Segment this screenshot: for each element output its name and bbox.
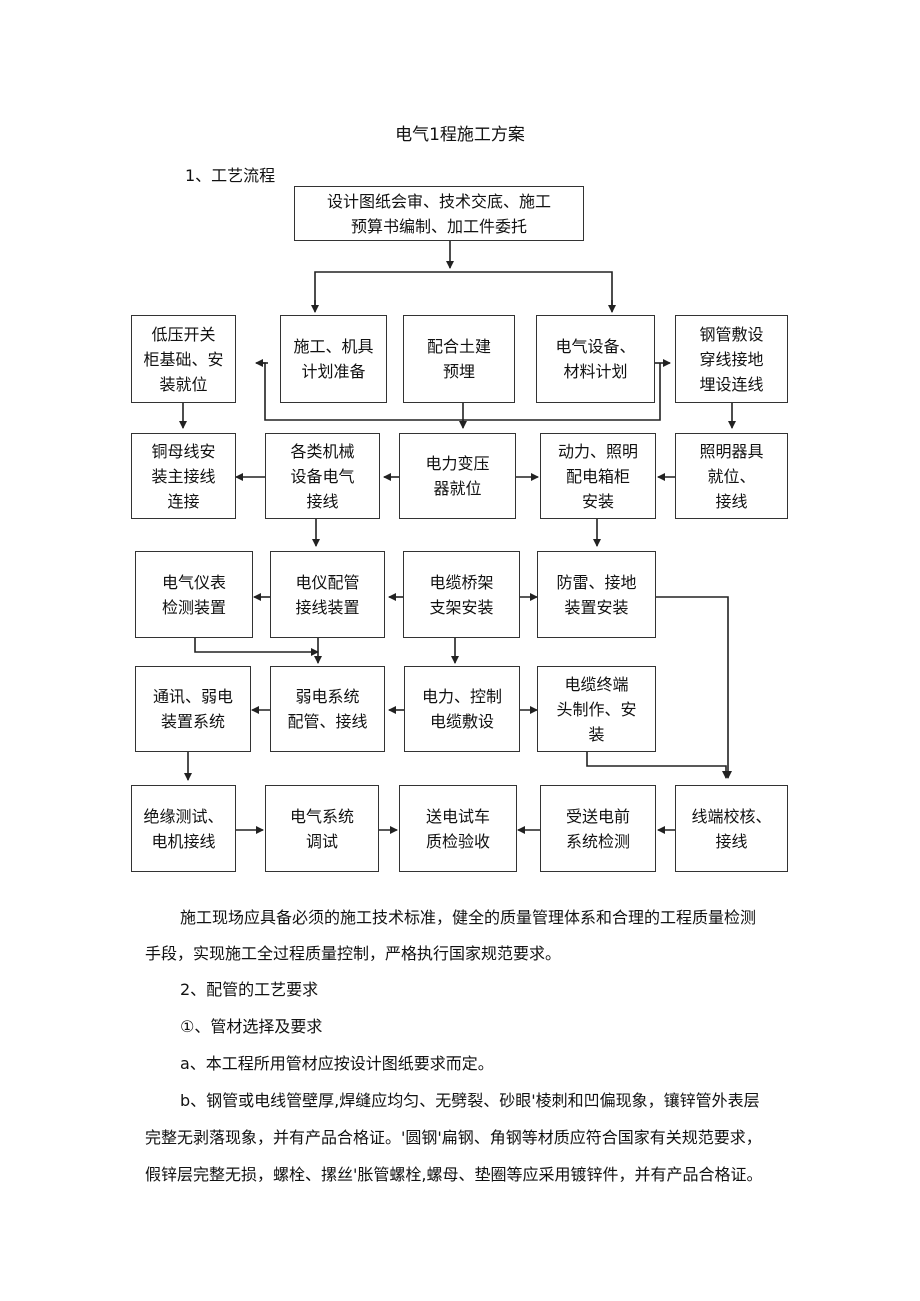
flow-box-precheck: 受送电前 系统检测 [540,785,656,872]
list-item-b-line: b、钢管或电线管壁厚,焊缝应均匀、无劈裂、砂眼'棱刺和凹偏现象，镶锌管外表层 [180,1091,760,1110]
document-title: 电气1程施工方案 [395,125,525,145]
flow-box-tool-prep: 施工、机具 计划准备 [280,315,387,403]
section-heading-process-flow: 1、工艺流程 [185,166,276,185]
flow-box-weak-current: 弱电系统 配管、接线 [270,666,385,752]
flow-box-lv-cabinet: 低压开关 柜基础、安 装就位 [131,315,236,403]
flow-box-cable-termination: 电缆终端 头制作、安 装 [537,666,656,752]
connector-termination-to-terminal [586,752,730,779]
flow-box-equipment-wiring: 各类机械 设备电气 接线 [265,433,380,519]
flow-box-conduit-laying: 钢管敷设 穿线接地 埋设连线 [675,315,788,403]
paragraph-line: 施工现场应具备必须的施工技术标准，健全的质量管理体系和合理的工程质量检测 [180,908,757,927]
connector-grounding-to-terminal [656,596,732,779]
flow-box-cable-laying: 电力、控制 电缆敷设 [404,666,520,752]
flow-box-conduit-wiring: 电仪配管 接线装置 [270,551,385,638]
flow-box-acceptance: 送电试车 质检验收 [399,785,517,872]
list-item-b-line: 假锌层完整无损，螺栓、摞丝'胀管螺栓,螺母、垫圈等应采用镀锌件，并有产品合格证。 [145,1165,763,1184]
flow-box-instrument-detection: 电气仪表 检测装置 [135,551,253,638]
flow-box-copper-busbar: 铜母线安 装主接线 连接 [131,433,236,519]
flow-box-grounding: 防雷、接地 装置安装 [537,551,656,638]
list-item-a: a、本工程所用管材应按设计图纸要求而定。 [180,1054,494,1073]
flow-box-terminal-check: 线端校核、 接线 [675,785,788,872]
section-heading-conduit: 2、配管的工艺要求 [180,980,319,999]
flow-box-system-debug: 电气系统 调试 [265,785,379,872]
flow-box-communication: 通讯、弱电 装置系统 [135,666,251,752]
subsection-heading-pipe-selection: ①、管材选择及要求 [180,1017,323,1036]
flow-box-lighting-fixtures: 照明器具 就位、 接线 [675,433,788,519]
flow-box-design-review: 设计图纸会审、技术交底、施工 预算书编制、加工件委托 [294,186,584,241]
flow-box-transformer: 电力变压 器就位 [399,433,516,519]
flow-box-civil-embed: 配合土建 预埋 [403,315,515,403]
flow-box-distribution-panel: 动力、照明 配电箱柜 安装 [540,433,656,519]
flow-box-insulation-test: 绝缘测试、 电机接线 [131,785,236,872]
paragraph-line: 手段，实现施工全过程质量控制，严格执行国家规范要求。 [145,944,562,963]
flow-box-cable-tray: 电缆桥架 支架安装 [403,551,520,638]
flowchart-connectors [179,240,736,834]
connector-branch [314,271,613,308]
connector-meter-to-weak [194,638,319,656]
list-item-b-line: 完整无剥落现象，并有产品合格证。'圆钢'扁钢、角钢等材质应符合国家有关规范要求， [145,1128,762,1147]
flow-box-material-plan: 电气设备、 材料计划 [536,315,655,403]
